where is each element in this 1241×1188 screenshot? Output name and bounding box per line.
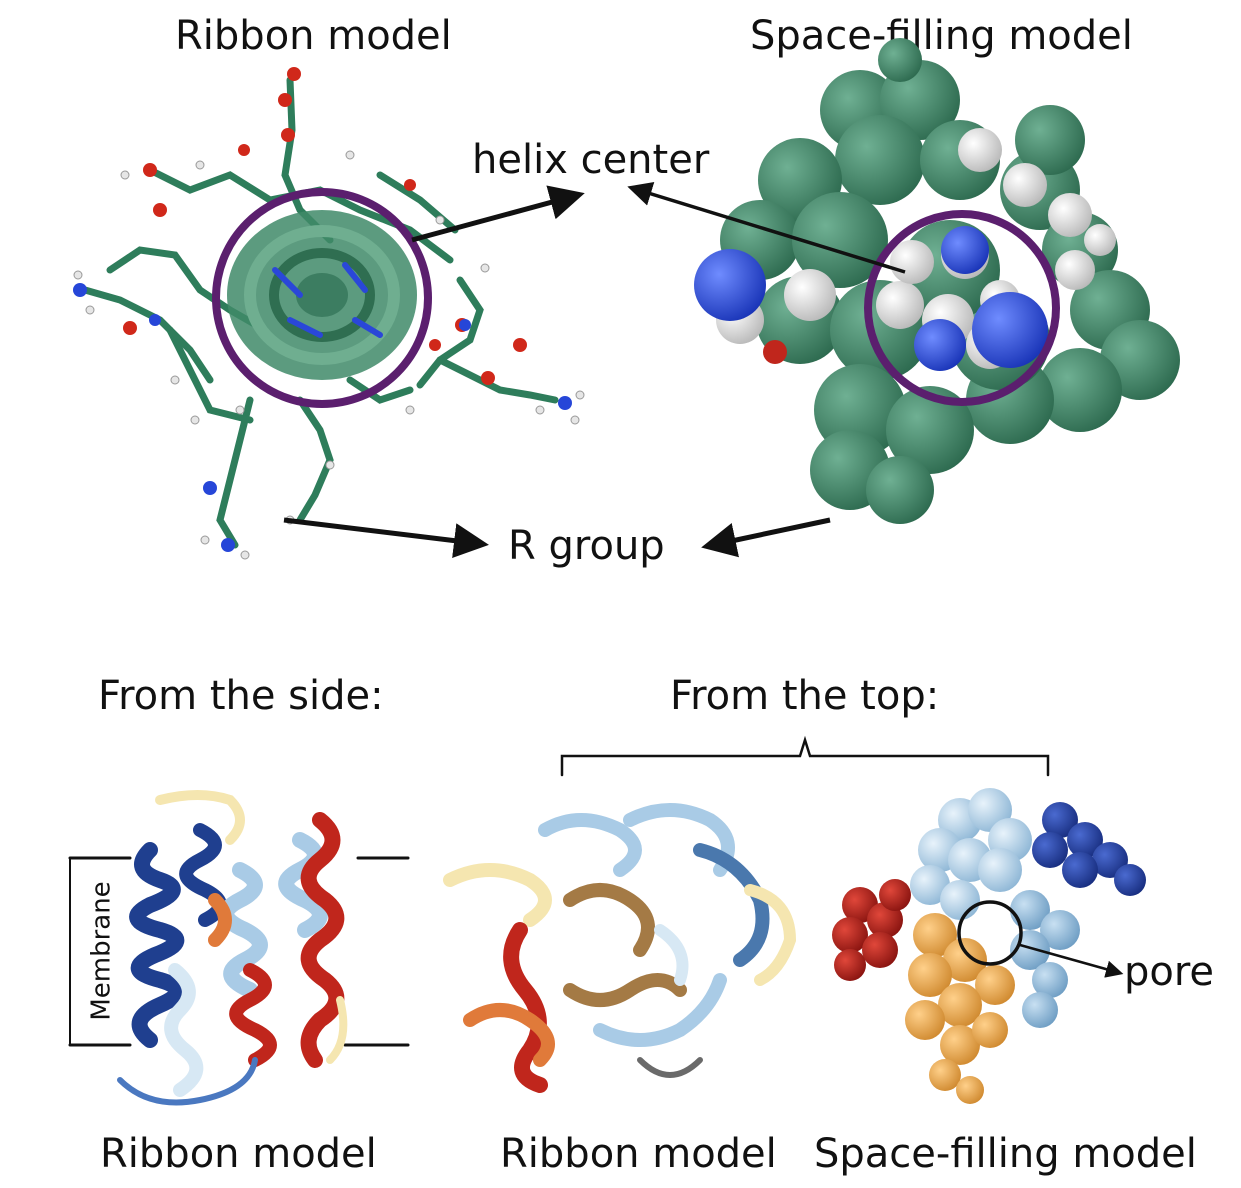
top-spacefill-model [832,788,1146,1104]
top-view-bracket [562,740,1048,775]
ball-and-stick-model [73,67,584,559]
pore-highlight-circle [959,902,1021,964]
r-group-arrows [284,520,830,546]
space-filling-model [694,38,1180,524]
side-ribbon-model [70,795,408,1103]
